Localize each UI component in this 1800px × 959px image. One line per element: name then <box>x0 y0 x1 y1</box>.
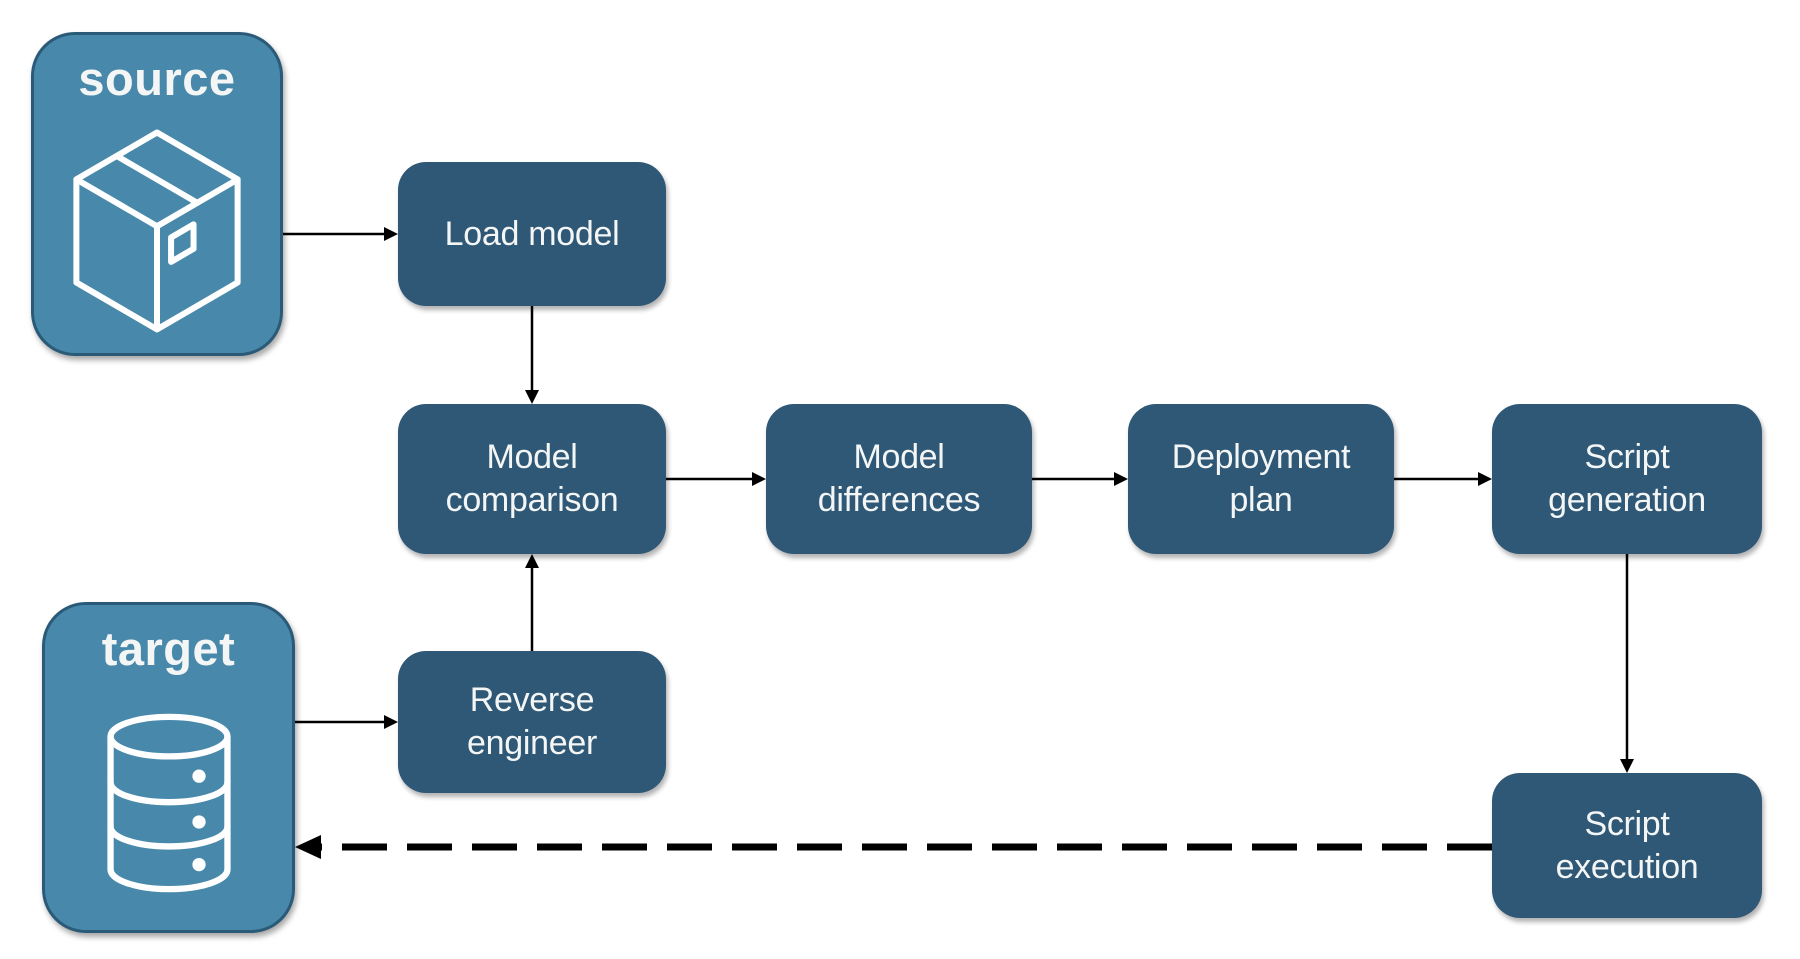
target-label: target <box>101 622 236 675</box>
source-icon-area <box>34 106 280 353</box>
source-label: source <box>78 52 236 105</box>
arrow-script-execution-to-target-dashed <box>295 835 1492 859</box>
arrow-load-model-to-model-comparison <box>525 306 539 404</box>
arrow-model-differences-to-deployment-plan <box>1032 472 1128 486</box>
node-model-differences: Model differences <box>766 404 1032 554</box>
node-model-comparison: Model comparison <box>398 404 666 554</box>
arrow-target-to-reverse-engineer <box>295 715 398 729</box>
endpoint-target: target <box>42 602 295 933</box>
node-deployment-plan: Deployment plan <box>1128 404 1394 554</box>
node-load-model: Load model <box>398 162 666 306</box>
package-icon <box>73 129 241 332</box>
arrow-reverse-engineer-to-model-comparison <box>525 554 539 651</box>
node-script-generation: Script generation <box>1492 404 1762 554</box>
arrow-model-comparison-to-model-differences <box>666 472 766 486</box>
node-script-execution: Script execution <box>1492 773 1762 918</box>
database-icon <box>106 713 231 893</box>
target-icon-area <box>45 676 292 930</box>
arrow-script-generation-to-script-execution <box>1620 554 1634 773</box>
endpoint-source: source <box>31 32 283 356</box>
node-reverse-engineer: Reverse engineer <box>398 651 666 793</box>
arrow-deployment-plan-to-script-generation <box>1394 472 1492 486</box>
arrow-source-to-load-model <box>283 227 398 241</box>
